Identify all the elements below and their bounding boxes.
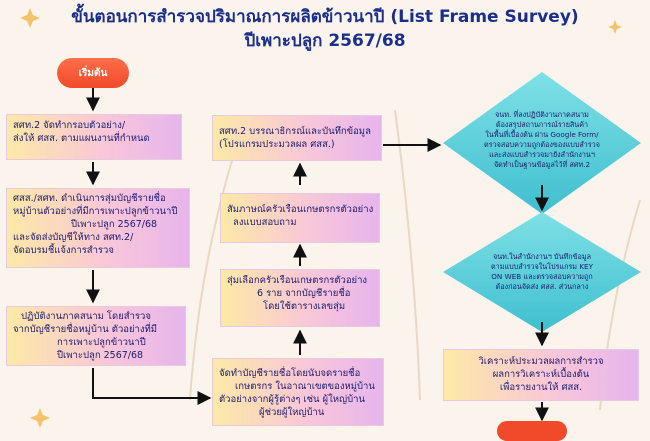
step-5-line: โดยใช้ตารางเลขสุ่ม xyxy=(263,301,346,312)
step-2-line: และจัดส่งบัญชีให้ทาง สศท.2/ xyxy=(13,232,134,243)
decision-1-line: และส่งแบบสำรวจมายังสำนักงานฯ xyxy=(489,150,595,159)
decision-1-line: ต้องสรุปสถานการณ์รายสินค้า xyxy=(495,120,589,129)
step-1-box: สศท.2 จัดทำกรอบตัวอย่าง/ ส่งให้ ศสส. ตาม… xyxy=(6,114,182,160)
end-node xyxy=(497,421,567,441)
step-8-line: วิเคราะห์ประมวลผลการสำรวจ xyxy=(478,356,604,367)
step-5-box: สุ่มเลือกครัวเรือนเกษตรกรตัวอย่าง 6 ราย … xyxy=(220,269,380,327)
step-2-line: ปีเพาะปลูก 2567/68 xyxy=(71,219,158,230)
decision-2-line: ต้องก่อนจัดส่ง ศสส. ส่วนกลาง xyxy=(495,282,589,291)
decision-1-line: ตรวจสอบความถูกต้องของแบบสำรวจ xyxy=(484,140,600,149)
step-1-line: ส่งให้ ศสส. ตามแผนงานที่กำหนด xyxy=(13,133,150,144)
decision-diamond-2 xyxy=(443,212,641,332)
start-node: เริ่มต้น xyxy=(57,58,129,88)
decision-2-line: ON WEB และตรวจสอบความถูก xyxy=(491,272,593,281)
flowchart-canvas xyxy=(20,8,641,428)
step-4-line: ผู้ช่วยผู้ใหญ่บ้าน xyxy=(259,407,325,418)
step-4-line: ตัวอย่างจากผู้รู้ต่างๆ เช่น ผู้ใหญ่บ้าน xyxy=(219,394,365,405)
step-7-line: สศท.2 บรรณาธิกรณ์และบันทึกข้อมูล xyxy=(219,126,371,137)
decision-1-line: จนท. ที่ลงปฏิบัติงานภาคสนาม xyxy=(495,110,589,119)
step-1-line: สศท.2 จัดทำกรอบตัวอย่าง/ xyxy=(13,120,126,131)
step-3-box: ปฏิบัติงานภาคสนาม โดยสำรวจ จากบัญชีรายชื… xyxy=(6,306,186,366)
step-2-line: ศสส./สศท. ดำเนินการสุ่มบัญชีรายชื่อ xyxy=(13,193,166,204)
step-2-line: หมู่บ้านตัวอย่างที่มีการเพาะปลูกข้าวนาปี xyxy=(13,206,178,217)
step-5-line: 6 ราย จากบัญชีรายชื่อ xyxy=(257,288,351,299)
sparkle-decoration xyxy=(20,8,622,428)
step-7-line: (โปรแกรมประมวลผล ศสส.) xyxy=(219,139,335,150)
step-5-line: สุ่มเลือกครัวเรือนเกษตรกรตัวอย่าง xyxy=(227,275,368,286)
step-4-line: เกษตรกร ในอาณาเขตของหมู่บ้าน xyxy=(235,381,375,392)
step-8-line: ผลการวิเคราะห์เบื้องต้น xyxy=(492,369,590,380)
step-2-box: ศสส./สศท. ดำเนินการสุ่มบัญชีรายชื่อ หมู่… xyxy=(6,188,190,268)
step-8-line: เพื่อรายงานให้ ศสส. xyxy=(499,382,583,393)
step-2-line: จัดอบรมชี้แจ้งการสำรวจ xyxy=(13,245,114,256)
step-6-box: สัมภาษณ์ครัวเรือนเกษตรกรตัวอย่าง ลงแบบสอ… xyxy=(220,193,380,243)
step-3-line: จากบัญชีรายชื่อหมู่บ้าน ตัวอย่างที่มี xyxy=(13,324,158,335)
step-3-line: การเพาะปลูกข้าวนาปี xyxy=(57,337,146,348)
step-3-line: ปฏิบัติงานภาคสนาม โดยสำรวจ xyxy=(21,311,151,322)
step-4-line: จัดทำบัญชีรายชื่อโดยนับจดรายชื่อ xyxy=(219,368,361,379)
step-7-box: สศท.2 บรรณาธิกรณ์และบันทึกข้อมูล (โปรแกร… xyxy=(212,115,382,161)
decision-2-text: จนท.ในสำนักงานฯ บันทึกข้อมูล ตามแบบสำรวจ… xyxy=(462,252,622,292)
decision-2-line: ตามแบบสำรวจในโปรแกรม KEY xyxy=(491,262,593,271)
step-6-line: ลงแบบสอบถาม xyxy=(233,217,297,228)
step-3-line: ปีเพาะปลูก 2567/68 xyxy=(57,350,144,361)
connector-arrows xyxy=(86,88,549,422)
decision-diamond-1 xyxy=(443,72,641,214)
decision-2-line: จนท.ในสำนักงานฯ บันทึกข้อมูล xyxy=(493,252,591,261)
page-title: ขั้นตอนการสำรวจปริมาณการผลิตข้าวนาปี (Li… xyxy=(71,7,579,27)
decision-1-line: ในพื้นที่เบื้องต้น ผ่าน Google Form/ xyxy=(485,130,599,139)
page-subtitle: ปีเพาะปลูก 2567/68 xyxy=(244,31,406,51)
step-8-box: วิเคราะห์ประมวลผลการสำรวจ ผลการวิเคราะห์… xyxy=(443,349,639,401)
decision-1-text: จนท. ที่ลงปฏิบัติงานภาคสนาม ต้องสรุปสถาน… xyxy=(462,110,622,170)
step-6-line: สัมภาษณ์ครัวเรือนเกษตรกรตัวอย่าง xyxy=(227,204,374,215)
decision-1-line: จัดทำเป็นฐานข้อมูลไว้ที่ สศท.2 xyxy=(493,160,591,169)
step-4-box: จัดทำบัญชีรายชื่อโดยนับจดรายชื่อ เกษตรกร… xyxy=(212,358,384,426)
